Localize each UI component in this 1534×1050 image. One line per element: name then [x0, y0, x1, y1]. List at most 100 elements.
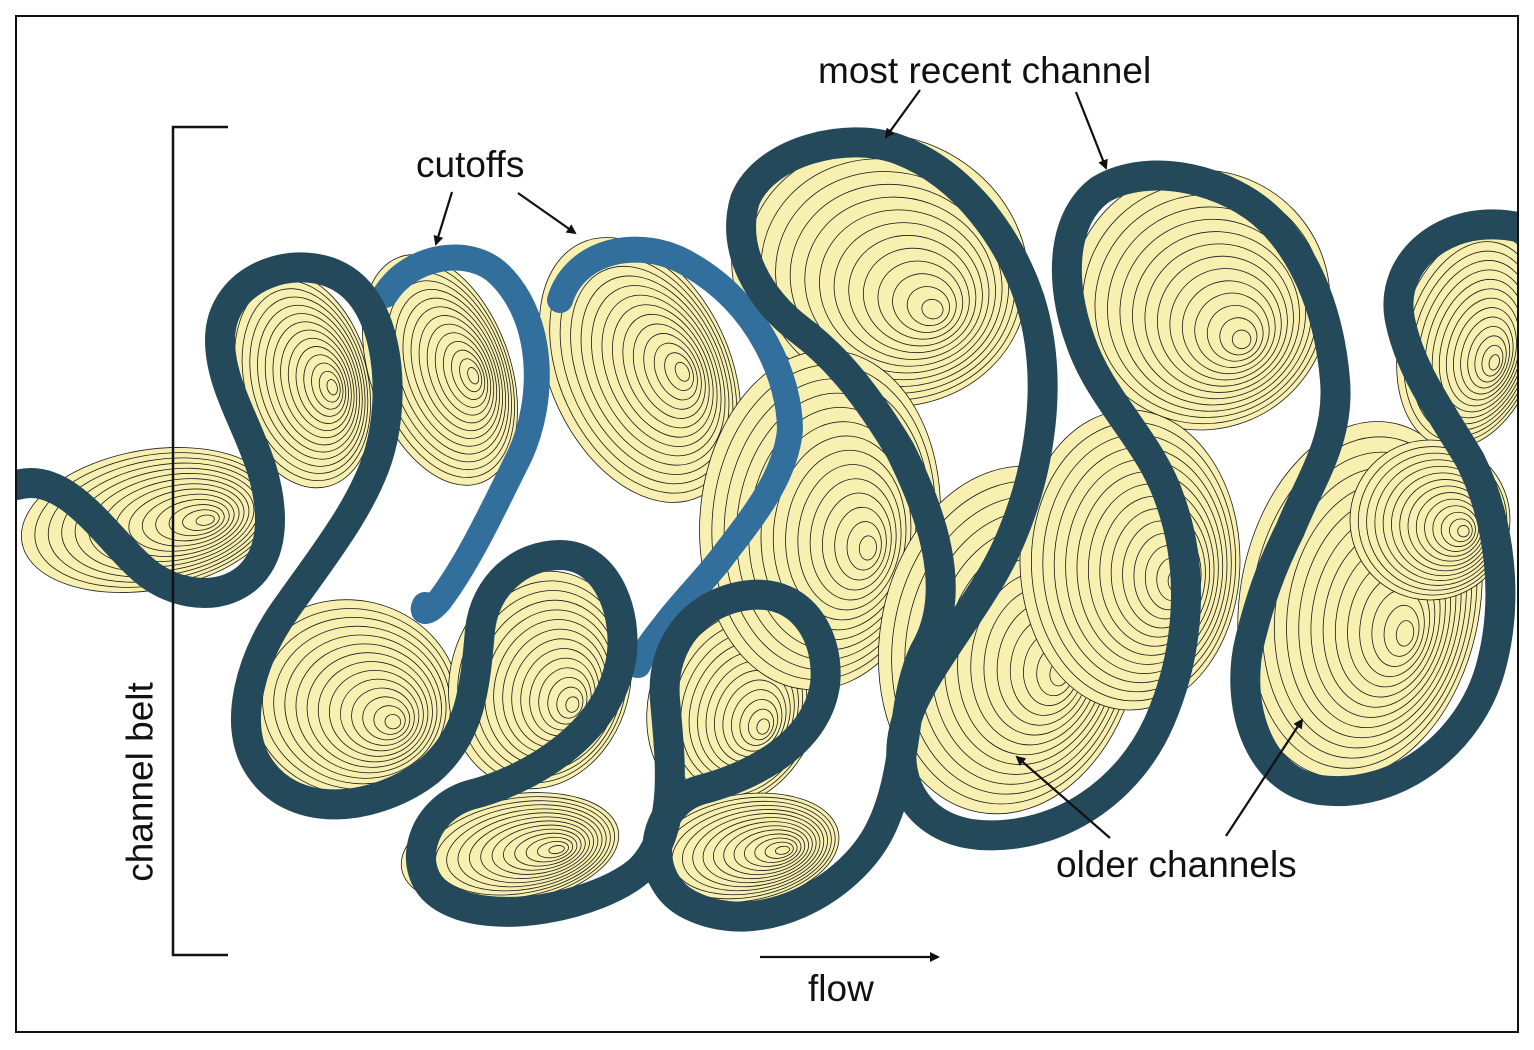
scroll-line	[1467, 326, 1511, 389]
scroll-line	[426, 323, 495, 424]
scroll-line	[1445, 297, 1517, 407]
scroll-line	[580, 275, 726, 466]
scroll-line	[785, 449, 907, 621]
scroll-line	[446, 808, 603, 892]
scroll-line	[756, 718, 770, 735]
scroll-line	[514, 832, 578, 867]
scroll-line	[328, 669, 424, 757]
cutoff-channel-2	[547, 236, 803, 678]
scroll-line	[351, 687, 415, 746]
scroll-line	[622, 313, 710, 429]
scroll-line	[434, 332, 492, 416]
scroll-line	[249, 296, 366, 467]
scroll-line	[713, 821, 813, 879]
scroll-line	[565, 696, 580, 713]
scroll-line	[1383, 604, 1420, 657]
scroll-line	[692, 813, 821, 888]
scroll-line	[1453, 307, 1517, 401]
arrow-icon	[884, 89, 921, 139]
point-bar	[400, 792, 620, 908]
scroll-line	[1231, 329, 1252, 350]
scroll-line	[141, 493, 235, 547]
scroll-line	[402, 297, 504, 447]
scroll-line	[747, 708, 774, 741]
flow-label: flow	[808, 968, 874, 1009]
scroll-line	[1395, 620, 1415, 647]
scroll-line	[1457, 525, 1470, 538]
scroll-line	[442, 341, 489, 408]
scroll-line	[457, 812, 599, 888]
scroll-line	[877, 260, 964, 340]
scroll-line	[797, 464, 902, 611]
scroll-line	[257, 304, 363, 460]
scroll-line	[739, 699, 779, 746]
scroll-line	[906, 286, 951, 327]
scroll-line	[182, 509, 220, 531]
scroll-line	[287, 337, 352, 432]
scroll-line	[731, 689, 783, 752]
scroll-line	[1019, 409, 1241, 711]
scroll-line	[775, 845, 790, 855]
scroll-line	[858, 535, 877, 561]
scroll-line	[1440, 511, 1476, 547]
scroll-line	[1144, 243, 1294, 393]
point-bar	[538, 237, 742, 503]
scroll-line	[862, 247, 970, 347]
scroll-line	[733, 829, 806, 871]
scroll-line	[834, 506, 887, 581]
scroll-line	[1194, 292, 1270, 368]
scroll-line	[809, 478, 897, 601]
scroll-line	[491, 824, 586, 875]
scroll-line	[1460, 316, 1514, 395]
scroll-line	[326, 379, 338, 396]
scroll-line	[1474, 335, 1507, 383]
scroll-line	[155, 499, 230, 542]
scroll-line	[723, 825, 809, 875]
scroll-line	[362, 696, 411, 741]
scroll-line	[1206, 305, 1264, 362]
scroll-line	[128, 488, 240, 552]
scroll-line	[467, 367, 480, 385]
scroll-line	[537, 840, 569, 859]
scroll-line	[295, 643, 438, 774]
cutoff-channels	[372, 236, 803, 678]
scroll-line	[503, 828, 582, 871]
scroll-line	[612, 304, 714, 438]
scroll-line	[1449, 518, 1473, 543]
scroll-line	[754, 837, 798, 863]
scroll-line	[846, 521, 882, 571]
scroll-line	[1169, 268, 1282, 381]
scroll-line	[525, 836, 574, 863]
scroll-line	[1481, 344, 1504, 377]
scroll-line	[833, 222, 983, 360]
older-channels-label: older channels	[1056, 844, 1297, 885]
scroll-line	[303, 354, 347, 417]
scroll-line	[1488, 354, 1500, 371]
scroll-line	[459, 358, 483, 393]
scroll-line	[591, 285, 722, 457]
scroll-line	[722, 679, 787, 758]
recent-channel	[17, 127, 1517, 932]
scroll-line	[892, 273, 957, 333]
scroll-line	[764, 841, 794, 859]
scroll-line	[195, 514, 215, 526]
scroll-line	[632, 323, 706, 419]
most-recent-channel-label: most recent channel	[818, 50, 1152, 91]
scroll-line	[373, 705, 406, 735]
scroll-line	[280, 329, 355, 439]
scroll-line	[921, 298, 944, 320]
scroll-line	[272, 321, 358, 446]
arrow-icon	[517, 192, 577, 235]
scroll-line	[340, 678, 420, 752]
scroll-line	[1438, 288, 1517, 413]
scroll-line	[674, 361, 690, 382]
scroll-line	[468, 816, 595, 884]
scroll-line	[819, 209, 990, 367]
scroll-line	[601, 294, 718, 447]
cutoff-channel-1	[372, 244, 550, 624]
scroll-line	[418, 315, 498, 432]
arrow-icon	[433, 191, 454, 246]
scroll-line	[394, 289, 506, 455]
scroll-line	[744, 833, 802, 867]
